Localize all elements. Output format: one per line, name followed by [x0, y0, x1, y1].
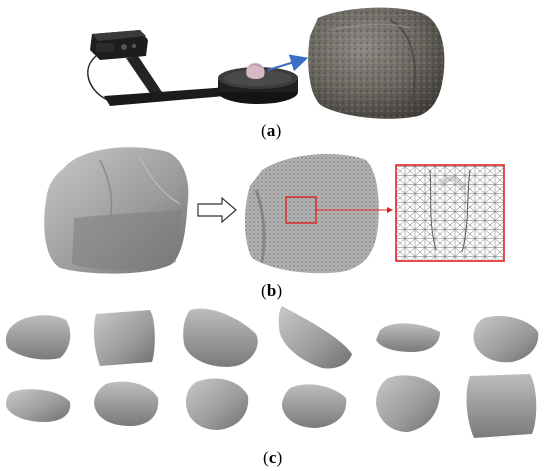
scanned-sample — [246, 62, 265, 79]
label-c-close: ) — [276, 448, 283, 467]
rock-model-6 — [473, 315, 539, 363]
scanner-head — [90, 30, 148, 60]
rock-model-1 — [5, 315, 71, 360]
rock-model-12 — [466, 374, 537, 438]
label-c-open: ( — [263, 448, 269, 467]
model-to-mesh-arrow — [197, 196, 237, 224]
rock-model-2 — [93, 310, 155, 366]
rock-model-3 — [183, 308, 258, 367]
scanned-rock-model — [44, 147, 189, 274]
panel-a-scanner — [87, 7, 445, 119]
label-a-close: ) — [275, 121, 282, 140]
label-c-letter: c — [268, 448, 277, 467]
rock-model-5 — [376, 323, 440, 352]
rock-model-7 — [6, 389, 71, 422]
label-a-letter: a — [266, 121, 276, 140]
rock-photo — [308, 7, 445, 119]
rock-model-8 — [94, 381, 159, 426]
mesh-rock-model — [245, 154, 379, 274]
panel-b-meshing — [44, 147, 505, 274]
rock-model-4 — [278, 306, 352, 369]
label-b-open: ( — [261, 281, 267, 300]
rock-model-9 — [186, 378, 249, 430]
panel-label-b: (b) — [261, 281, 282, 301]
panel-label-c: (c) — [263, 448, 283, 468]
label-b-close: ) — [276, 281, 283, 300]
scanner-base — [104, 86, 248, 106]
label-a-open: ( — [261, 121, 267, 140]
panel-c-rock-models — [5, 306, 539, 438]
rock-model-11 — [376, 375, 440, 432]
panel-label-a: (a) — [261, 121, 281, 141]
rock-model-10 — [282, 384, 347, 428]
sample-to-photo-arrow — [267, 54, 309, 72]
scanner-arm — [126, 56, 162, 96]
label-b-letter: b — [266, 281, 277, 300]
zoomed-mesh-detail — [395, 164, 505, 262]
